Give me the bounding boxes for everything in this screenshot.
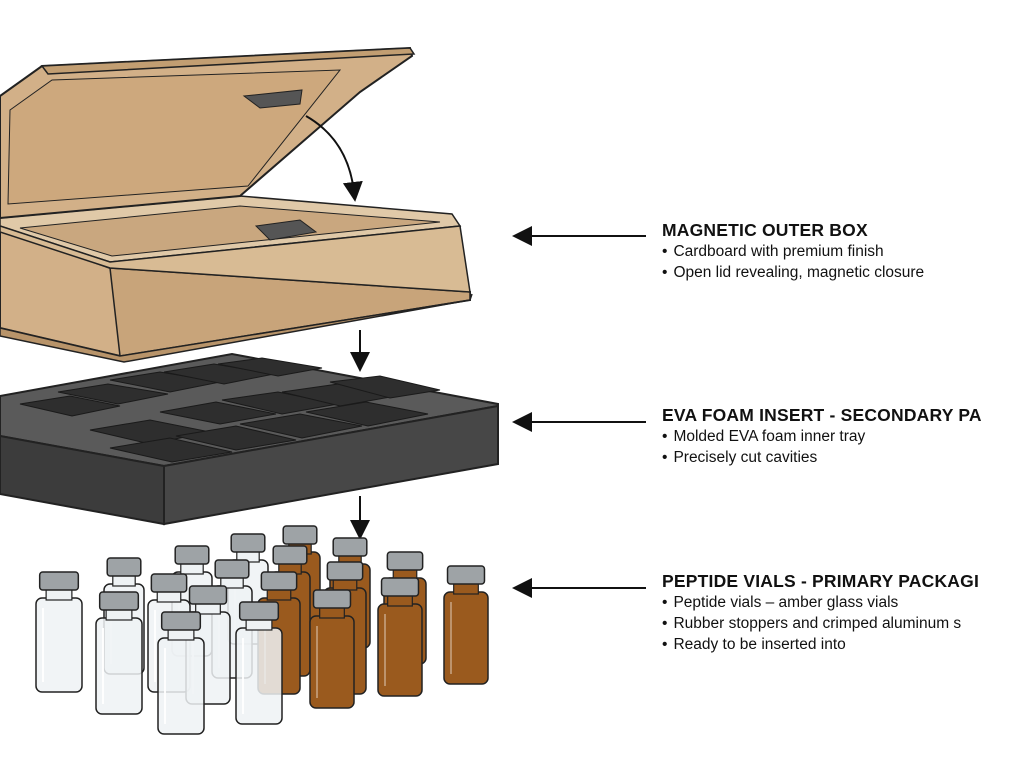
vial-cap — [326, 561, 364, 581]
callout-bullets: Molded EVA foam inner tray Precisely cut… — [662, 426, 1024, 468]
callout-bullet: Precisely cut cavities — [662, 447, 1024, 468]
clear-vial — [95, 591, 143, 715]
callout-bullet: Molded EVA foam inner tray — [662, 426, 1024, 447]
amber-vial — [377, 577, 423, 697]
foam-cavity — [19, 395, 121, 417]
clear-vial — [235, 601, 283, 725]
vial-cap — [98, 591, 140, 611]
callout-bullet: Open lid revealing, magnetic closure — [662, 262, 1024, 283]
box-inner-wall — [19, 205, 441, 257]
clear-vial — [35, 571, 83, 693]
lid-magnet — [242, 89, 303, 109]
magnetic-outer-box — [0, 46, 473, 363]
clear-vial — [157, 611, 205, 735]
box-base-lip — [0, 293, 473, 363]
foam-cavity — [159, 401, 277, 425]
curved-arrow-icon — [305, 115, 363, 202]
vial-cap — [282, 525, 318, 545]
vial-cap — [312, 589, 352, 609]
vial-cap — [188, 585, 228, 605]
foam-cavity — [217, 357, 323, 377]
amber-vial — [443, 565, 489, 685]
foam-cavity — [175, 425, 297, 451]
callout-outer-box: MAGNETIC OUTER BOX Cardboard with premiu… — [662, 219, 1024, 283]
callout-bullet: Rubber stoppers and crimped aluminum s — [662, 613, 1024, 634]
callout-bullets: Peptide vials – amber glass vials Rubber… — [662, 592, 1024, 655]
vial-cap — [160, 611, 202, 631]
vial-cap — [272, 545, 308, 565]
callout-bullet: Cardboard with premium finish — [662, 241, 1024, 262]
vial-cap — [214, 559, 250, 579]
callout-heading: EVA FOAM INSERT - SECONDARY PA — [662, 405, 982, 425]
box-lid-rim — [40, 47, 416, 75]
box-magnet — [254, 219, 318, 241]
vial-cap — [106, 557, 142, 577]
foam-cavity — [305, 401, 429, 427]
vial-cap — [332, 537, 368, 557]
callout-heading: MAGNETIC OUTER BOX — [662, 220, 868, 240]
callout-bullet: Ready to be inserted into — [662, 634, 1024, 655]
foam-cavities — [19, 357, 441, 463]
foam-right-face — [163, 404, 499, 526]
vial-cap — [238, 601, 280, 621]
callout-bullet: Peptide vials – amber glass vials — [662, 592, 1024, 613]
peptide-vials-group — [35, 525, 489, 735]
callout-foam-insert: EVA FOAM INSERT - SECONDARY PA Molded EV… — [662, 404, 1024, 468]
eva-foam-insert — [0, 352, 499, 526]
foam-cavity — [329, 375, 441, 399]
vial-cap — [38, 571, 80, 591]
box-top-edge — [0, 225, 471, 293]
vial-cap — [380, 577, 420, 597]
amber-vial — [309, 589, 355, 709]
callout-vials: PEPTIDE VIALS - PRIMARY PACKAGI Peptide … — [662, 570, 1024, 655]
vial-cap — [174, 545, 210, 565]
vial-cap — [150, 573, 188, 593]
foam-cavity — [109, 437, 233, 463]
vial-cap — [446, 565, 486, 585]
vial-cap — [230, 533, 266, 553]
foam-cavity — [239, 413, 363, 439]
callout-heading: PEPTIDE VIALS - PRIMARY PACKAGI — [662, 571, 980, 591]
callout-bullets: Cardboard with premium finish Open lid r… — [662, 241, 1024, 283]
vial-cap — [260, 571, 298, 591]
foam-cavity — [57, 383, 169, 405]
vial-cap — [386, 551, 424, 571]
